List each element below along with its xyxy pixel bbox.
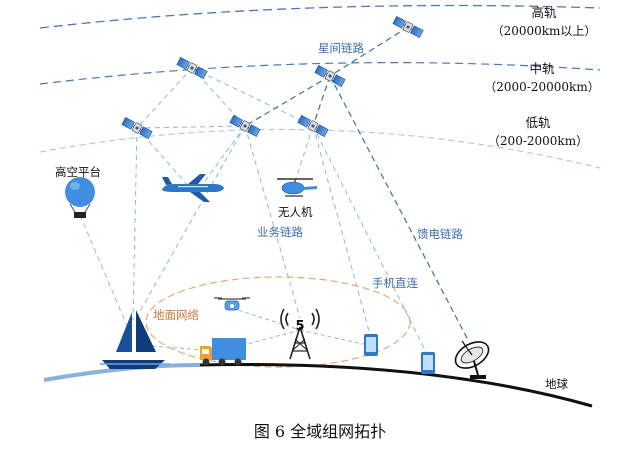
- earth-label: 地球: [545, 377, 568, 391]
- feeder-link: [329, 75, 469, 341]
- low-orbit-range: （200-2000km）: [488, 134, 588, 148]
- link-lines: [79, 26, 469, 357]
- balloon-icon: [65, 177, 95, 218]
- sailboat-icon: [100, 310, 170, 369]
- satellite-icon: [314, 64, 346, 88]
- truck-icon: [200, 338, 246, 366]
- service-link: [199, 125, 246, 189]
- service-link: [312, 125, 429, 357]
- high-orbit-name: 高轨: [531, 5, 557, 20]
- mid-orbit-range: （2000-20000km）: [484, 80, 599, 94]
- low-orbit-name: 低轨: [525, 115, 551, 130]
- helicopter-icon: [277, 178, 317, 197]
- ground-network-label: 地面网络: [153, 308, 199, 322]
- earth-surface-right: [199, 363, 593, 408]
- mid-orbit-name: 中轨: [529, 61, 555, 76]
- mid-orbit-arc: [39, 61, 601, 85]
- inter-satellite-link: [312, 75, 331, 127]
- satellite-icon: [297, 114, 329, 138]
- high-orbit-arc: [39, 4, 601, 29]
- airplane-icon: [162, 174, 224, 202]
- high-altitude-platform-label: 高空平台: [55, 165, 101, 179]
- service-link: [294, 125, 314, 183]
- inter-satellite-link: [329, 26, 409, 77]
- direct-to-phone-label: 手机直连: [372, 276, 418, 290]
- satellite-icon: [176, 56, 208, 80]
- service-link: [136, 127, 191, 189]
- drone-icon: [214, 297, 250, 311]
- base-station-label: 5: [295, 319, 304, 334]
- phone-icon: [421, 352, 435, 374]
- ground-link: [231, 307, 301, 331]
- high-orbit-range: （20000km以上）: [492, 24, 597, 38]
- service-link: [312, 125, 373, 343]
- uav-label: 无人机: [278, 205, 313, 219]
- low-low-link: [136, 125, 246, 129]
- mid-low-link: [136, 67, 193, 129]
- ground-network-ellipse: [145, 276, 411, 368]
- phone-icon: [364, 334, 378, 356]
- service-link: [244, 125, 301, 319]
- satellite-dish-icon: [454, 340, 490, 379]
- inter-satellite-link: [244, 75, 331, 127]
- service-link-label: 业务链路: [257, 225, 303, 239]
- service-link: [134, 125, 246, 321]
- service-link: [132, 127, 138, 321]
- ground-link: [299, 329, 373, 347]
- figure-caption: 图 6 全域组网拓扑: [254, 422, 386, 441]
- base-station-icon: [280, 308, 320, 360]
- satellites: [121, 15, 424, 140]
- inter-satellite-link-label: 星间链路: [318, 41, 364, 55]
- satellite-icon: [392, 15, 424, 39]
- service-link: [79, 214, 129, 329]
- mid-low-link: [191, 67, 246, 127]
- satellite-icon: [229, 114, 261, 138]
- orbit-labels: 高轨 （20000km以上） 中轨 （2000-20000km） 低轨 （200…: [484, 5, 599, 148]
- mid-low-link: [191, 67, 314, 127]
- feeder-link-label: 馈电链路: [417, 227, 463, 241]
